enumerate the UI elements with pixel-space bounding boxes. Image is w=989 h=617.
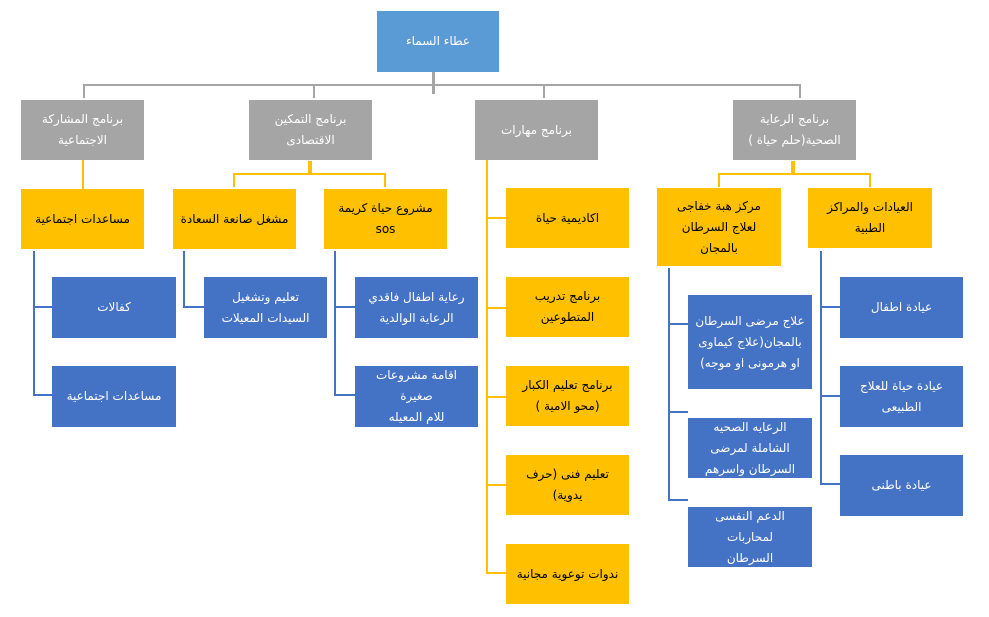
connector-skills-3 [486,396,506,398]
service-social-assistance[interactable]: مساعدات اجتماعية [52,366,176,427]
connector-economic-down [308,161,312,173]
connector-social-project [82,160,84,192]
connector-program-1 [83,84,85,98]
connector-cancer-vertical [668,268,670,500]
service-women-employment[interactable]: تعليم وتشغيل السيدات المعيلات [204,277,327,338]
project-life-academy[interactable]: اكاديمية حياة [506,188,629,248]
connector-root-down [432,72,435,94]
connector-clinic-1 [820,306,840,308]
connector-cancer-2 [668,411,688,413]
connector-health-bar [718,173,871,175]
program-skills[interactable]: برنامج مهارات [475,100,598,160]
program-social-participation[interactable]: برنامج المشاركة الاجتماعية [21,100,144,160]
service-comprehensive-care[interactable]: الرعايه الصحيه الشاملة لمرضى السرطان واس… [688,418,812,478]
connector-cancer-1 [668,323,688,325]
connector-skills-4 [486,484,506,486]
connector-program-bar [83,84,801,86]
service-free-cancer-treatment[interactable]: علاج مرضى السرطان بالمجان(علاج كيماوى او… [688,295,812,389]
connector-skills-2 [486,307,506,309]
root-node[interactable]: عطاء السماء [377,11,499,72]
project-sos-decent-life[interactable]: مشروع حياة كريمة sos [324,189,447,249]
connector-program-3 [543,84,545,98]
connector-economic-right [384,173,386,187]
connector-economic-bar [233,173,386,175]
service-pediatric-clinic[interactable]: عيادة اطفال [840,277,963,338]
connector-social-1 [33,306,52,308]
connector-social-vertical [33,251,35,395]
connector-clinic-2 [820,395,840,397]
connector-sos-1 [334,306,355,308]
connector-clinic-vertical [820,251,822,484]
connector-economic-left [233,173,235,187]
connector-happiness-vertical [183,251,185,307]
connector-skills-vertical [486,160,488,573]
project-clinics-medical-centers[interactable]: العيادات والمراكز الطبية [808,188,932,248]
service-internal-medicine-clinic[interactable]: عيادة باطنى [840,455,963,516]
project-volunteer-training[interactable]: برنامج تدريب المتطوعين [506,277,629,337]
connector-health-right [869,173,871,187]
project-adult-literacy[interactable]: برنامج تعليم الكبار (محو الامية ) [506,366,629,426]
connector-sos-vertical [334,251,336,395]
service-psychological-support[interactable]: الدعم النفسى لمحاربات السرطان [688,507,812,567]
program-economic-empowerment[interactable]: برنامج التمكين الاقتصادى [249,100,372,160]
connector-happiness-1 [183,306,204,308]
connector-health-down [791,161,795,173]
project-awareness-seminars[interactable]: ندوات توعوية مجانية [506,544,629,604]
service-physiotherapy-clinic[interactable]: عيادة حياة للعلاج الطبيعى [840,366,963,427]
connector-program-2 [313,84,315,98]
connector-sos-2 [334,394,355,396]
project-handicrafts[interactable]: تعليم فنى (حرف يدوية) [506,455,629,515]
connector-skills-5 [486,572,506,574]
connector-cancer-3 [668,499,688,501]
project-happiness-workshop[interactable]: مشغل صانعة السعادة [173,189,296,249]
service-orphan-care[interactable]: رعاية اطفال فاقدي الرعاية الوالدية [355,277,478,338]
connector-program-4 [799,84,801,98]
project-heba-khafagy-cancer-center[interactable]: مركز هبة خفاجى لعلاج السرطان بالمجان [657,188,781,266]
service-sponsorships[interactable]: كفالات [52,277,176,338]
project-social-assistance[interactable]: مساعدات اجتماعية [21,189,144,249]
connector-skills-1 [486,217,506,219]
connector-health-left [718,173,720,187]
connector-clinic-3 [820,483,840,485]
service-small-projects[interactable]: اقامة مشروعات صغيرة للام المعيله [355,366,478,427]
program-health-care[interactable]: برنامج الرعاية الصحية(حلم حياة ) [733,100,856,160]
connector-social-2 [33,394,52,396]
